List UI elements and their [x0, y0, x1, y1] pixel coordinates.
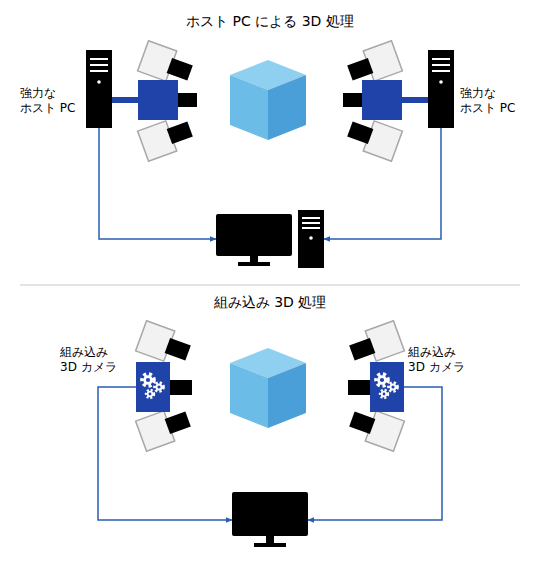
monitor — [232, 492, 308, 548]
device-label: 組み込み 3D カメラ — [60, 345, 125, 375]
device-label: 組み込み 3D カメラ — [408, 345, 473, 375]
host-pc: 強力な ホスト PC — [428, 50, 454, 128]
embedded-3d-camera: 組み込み 3D カメラ — [370, 362, 404, 412]
embedded-camera-box — [370, 362, 404, 412]
host-pc: 強力な ホスト PC — [86, 50, 112, 128]
device-label: 強力な ホスト PC — [460, 86, 525, 116]
workstation — [216, 210, 324, 268]
data-arrow — [324, 128, 441, 239]
object-cube — [230, 60, 306, 140]
section-heading: 組み込み 3D 処理 — [0, 293, 540, 311]
embedded-3d-camera: 組み込み 3D カメラ — [136, 362, 170, 412]
device-label: 強力な ホスト PC — [20, 86, 85, 116]
workstation — [216, 210, 324, 268]
pc-tower — [428, 50, 454, 128]
monitor — [232, 492, 308, 548]
divider — [20, 285, 520, 286]
embedded-camera-rig — [136, 321, 405, 451]
data-arrow — [99, 128, 216, 239]
section-heading: ホスト PC による 3D 処理 — [0, 12, 540, 30]
object-cube — [230, 348, 306, 428]
embedded-camera-box — [136, 362, 170, 412]
pc-tower — [86, 50, 112, 128]
host-camera-rig — [112, 41, 428, 161]
